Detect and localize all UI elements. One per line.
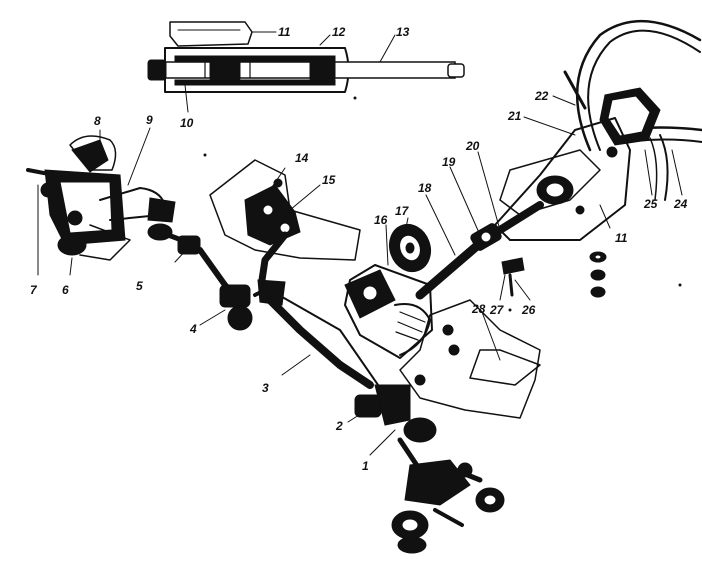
steering-gearbox: [344, 264, 433, 359]
callout-21: 21: [507, 109, 522, 123]
callout-22: 22: [534, 89, 549, 103]
callout-3: 3: [262, 381, 269, 395]
callout-17: 17: [395, 204, 410, 218]
flange-disc: [388, 223, 432, 273]
callout-9: 9: [146, 113, 153, 127]
center-link: [219, 279, 386, 396]
callout-labels: 1 2 3 4 5 6 7 8 9 10 11 11 12 13 14 15 1…: [30, 25, 688, 473]
callout-28: 28: [471, 302, 486, 316]
steering-shaft-inset: [147, 21, 465, 93]
bolt-and-nut: [501, 257, 525, 297]
callout-18: 18: [418, 181, 432, 195]
callout-6: 6: [62, 283, 69, 297]
intermediate-shaft: [415, 223, 502, 300]
washers-and-nuts: [589, 251, 607, 298]
steering-wheel: [563, 19, 702, 201]
callout-2: 2: [335, 419, 343, 433]
callout-16: 16: [374, 213, 388, 227]
callout-13: 13: [396, 25, 410, 39]
callout-25: 25: [643, 197, 658, 211]
specks: [203, 96, 682, 312]
callout-26: 26: [521, 303, 536, 317]
callout-14: 14: [295, 151, 309, 165]
idler-arm-bracket: [209, 159, 361, 284]
floor-bracket-panel: [399, 299, 541, 419]
callout-19: 19: [442, 155, 456, 169]
leader-lines: [37, 31, 683, 456]
callout-11-right: 11: [615, 231, 628, 245]
callout-4: 4: [189, 322, 197, 336]
callout-1: 1: [362, 459, 369, 473]
callout-20: 20: [465, 139, 480, 153]
callout-27: 27: [489, 303, 505, 317]
callout-12: 12: [332, 25, 346, 39]
callout-8: 8: [94, 114, 101, 128]
left-steering-knuckle: [26, 135, 176, 261]
callout-7: 7: [30, 283, 38, 297]
callout-11-top: 11: [278, 25, 291, 39]
callout-5: 5: [136, 279, 143, 293]
callout-24: 24: [673, 197, 688, 211]
upper-column-mount: [494, 117, 631, 241]
callout-15: 15: [322, 173, 336, 187]
right-steering-knuckle: [354, 384, 505, 554]
callout-10: 10: [180, 116, 194, 130]
